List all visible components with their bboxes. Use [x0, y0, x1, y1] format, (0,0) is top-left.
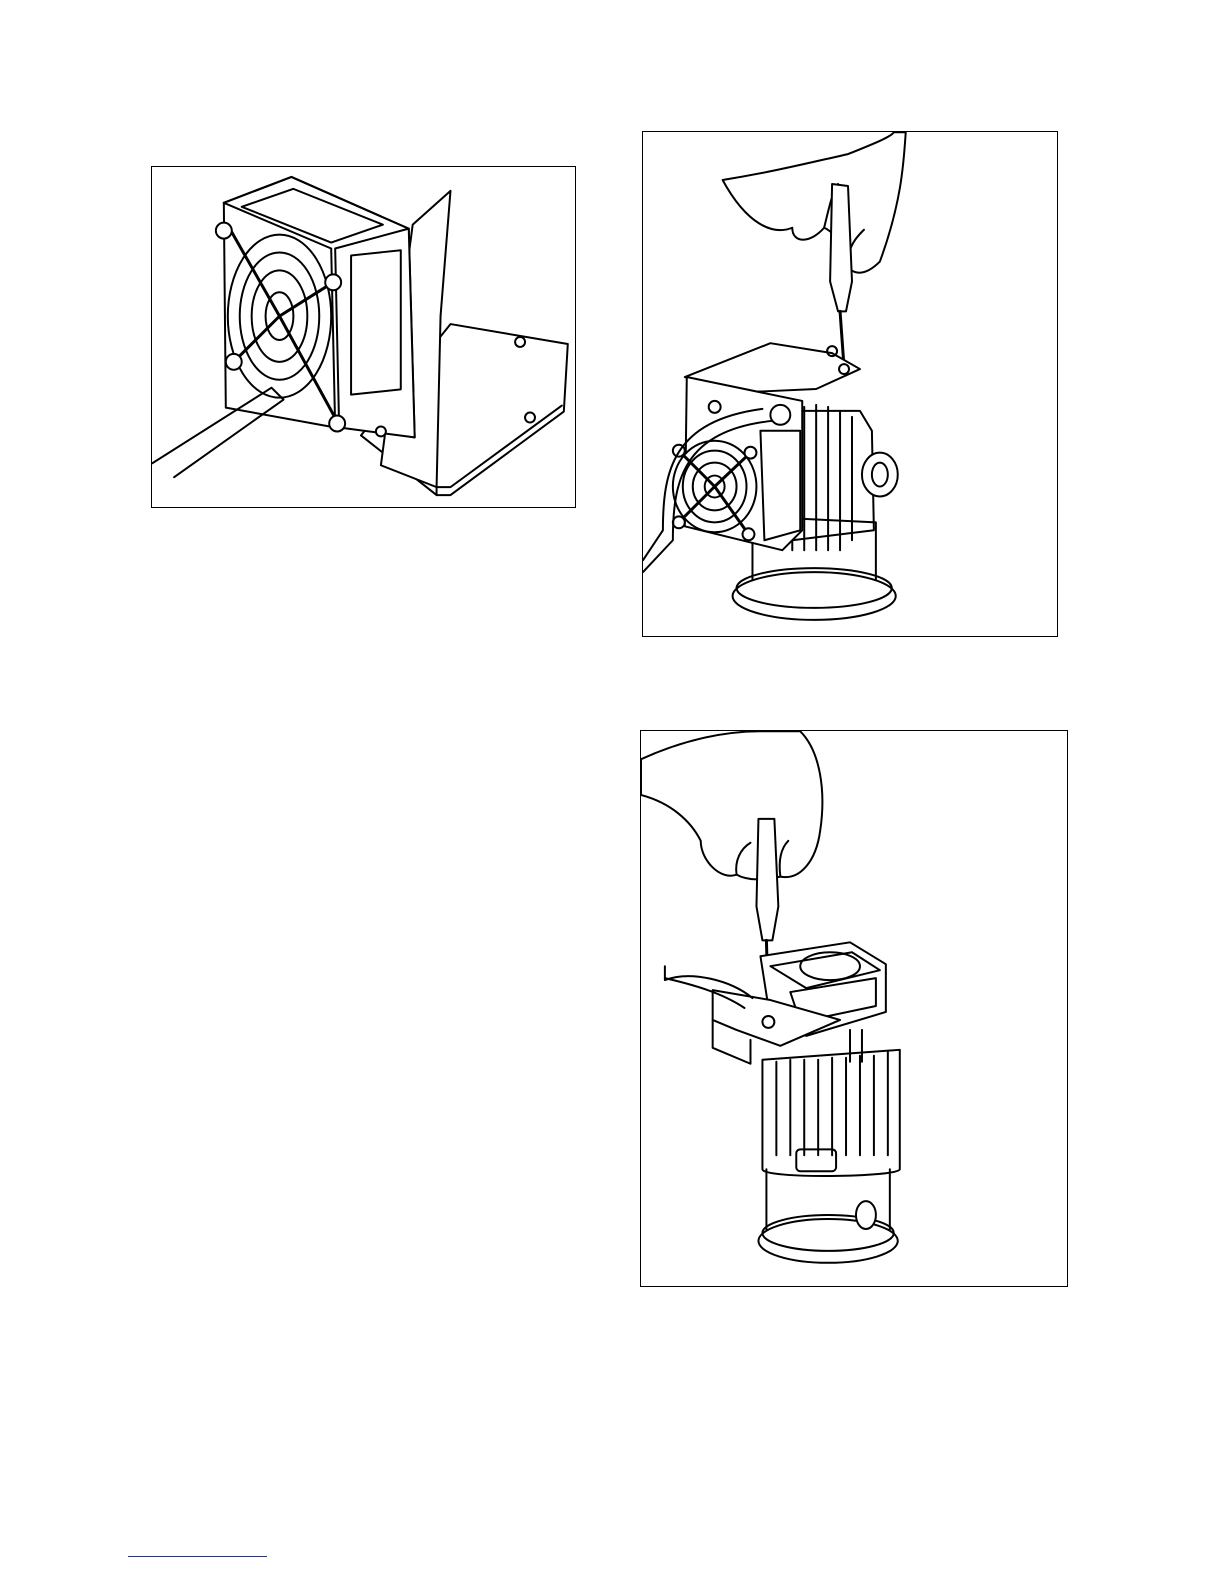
bracket-removal-figure — [640, 730, 1068, 1287]
fan-assembly-illustration — [152, 167, 575, 507]
motor-with-fan-figure — [642, 131, 1058, 637]
fan-assembly-figure — [151, 166, 576, 508]
screwdriver-motor-bracket-illustration — [641, 731, 1067, 1286]
footer-rule — [128, 1556, 267, 1557]
screwdriver-fan-bracket-illustration — [643, 132, 1057, 636]
